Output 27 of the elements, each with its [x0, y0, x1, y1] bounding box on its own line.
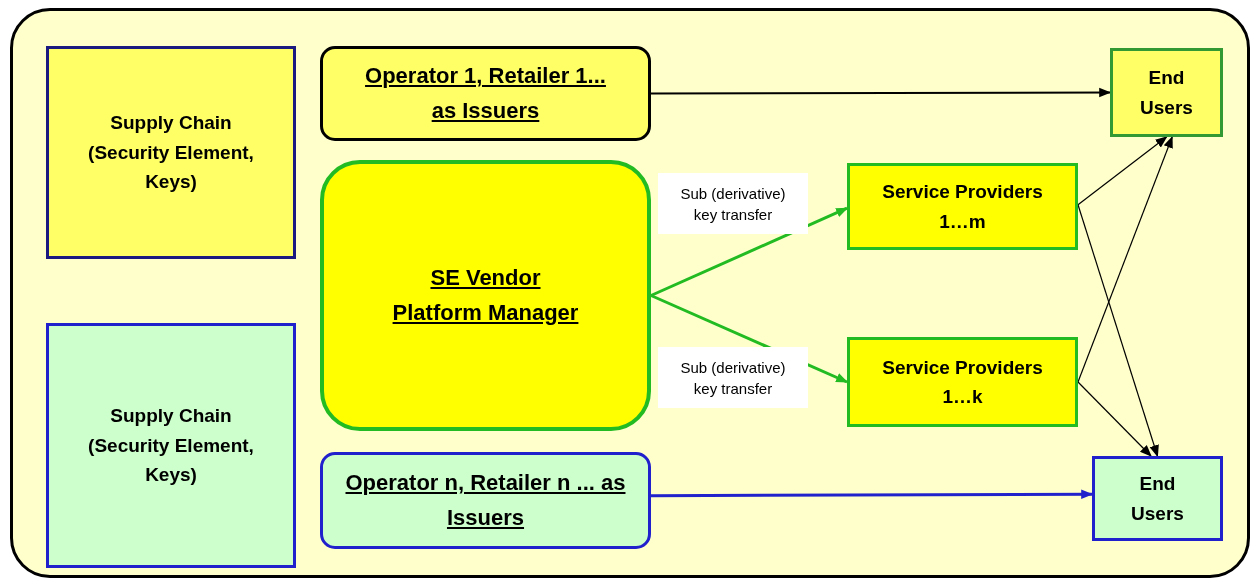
arrow [1077, 204, 1159, 458]
process-box [847, 337, 1078, 427]
edge-label: Sub (derivative) key transfer [658, 173, 808, 234]
rounded-box [320, 160, 651, 431]
process-box [847, 163, 1078, 250]
node-label: Operator n, Retailer n ... as Issuers [344, 469, 627, 532]
process-box [1092, 456, 1223, 541]
node-label: End Users [1130, 472, 1185, 526]
node-label: SE Vendor Platform Manager [391, 264, 580, 327]
node-label: End Users [1139, 66, 1194, 120]
rounded-box [320, 46, 651, 141]
process-box [1110, 48, 1223, 137]
arrow [1077, 136, 1168, 206]
rounded-box [320, 452, 651, 549]
arrow [651, 489, 1094, 500]
arrow [650, 87, 1112, 98]
arrow [650, 206, 849, 297]
process-box [46, 323, 296, 568]
node-label: Supply Chain (Security Element, Keys) [87, 404, 255, 488]
process-box [46, 46, 296, 259]
arrow [1077, 381, 1152, 457]
edge-label: Sub (derivative) key transfer [658, 347, 808, 408]
node-label: Supply Chain (Security Element, Keys) [87, 111, 255, 195]
arrow [1077, 135, 1173, 383]
node-label: Operator 1, Retailer 1... as Issuers [364, 62, 607, 125]
node-label: Service Providers 1…k [881, 355, 1044, 409]
node-label: Service Providers 1…m [881, 180, 1044, 234]
